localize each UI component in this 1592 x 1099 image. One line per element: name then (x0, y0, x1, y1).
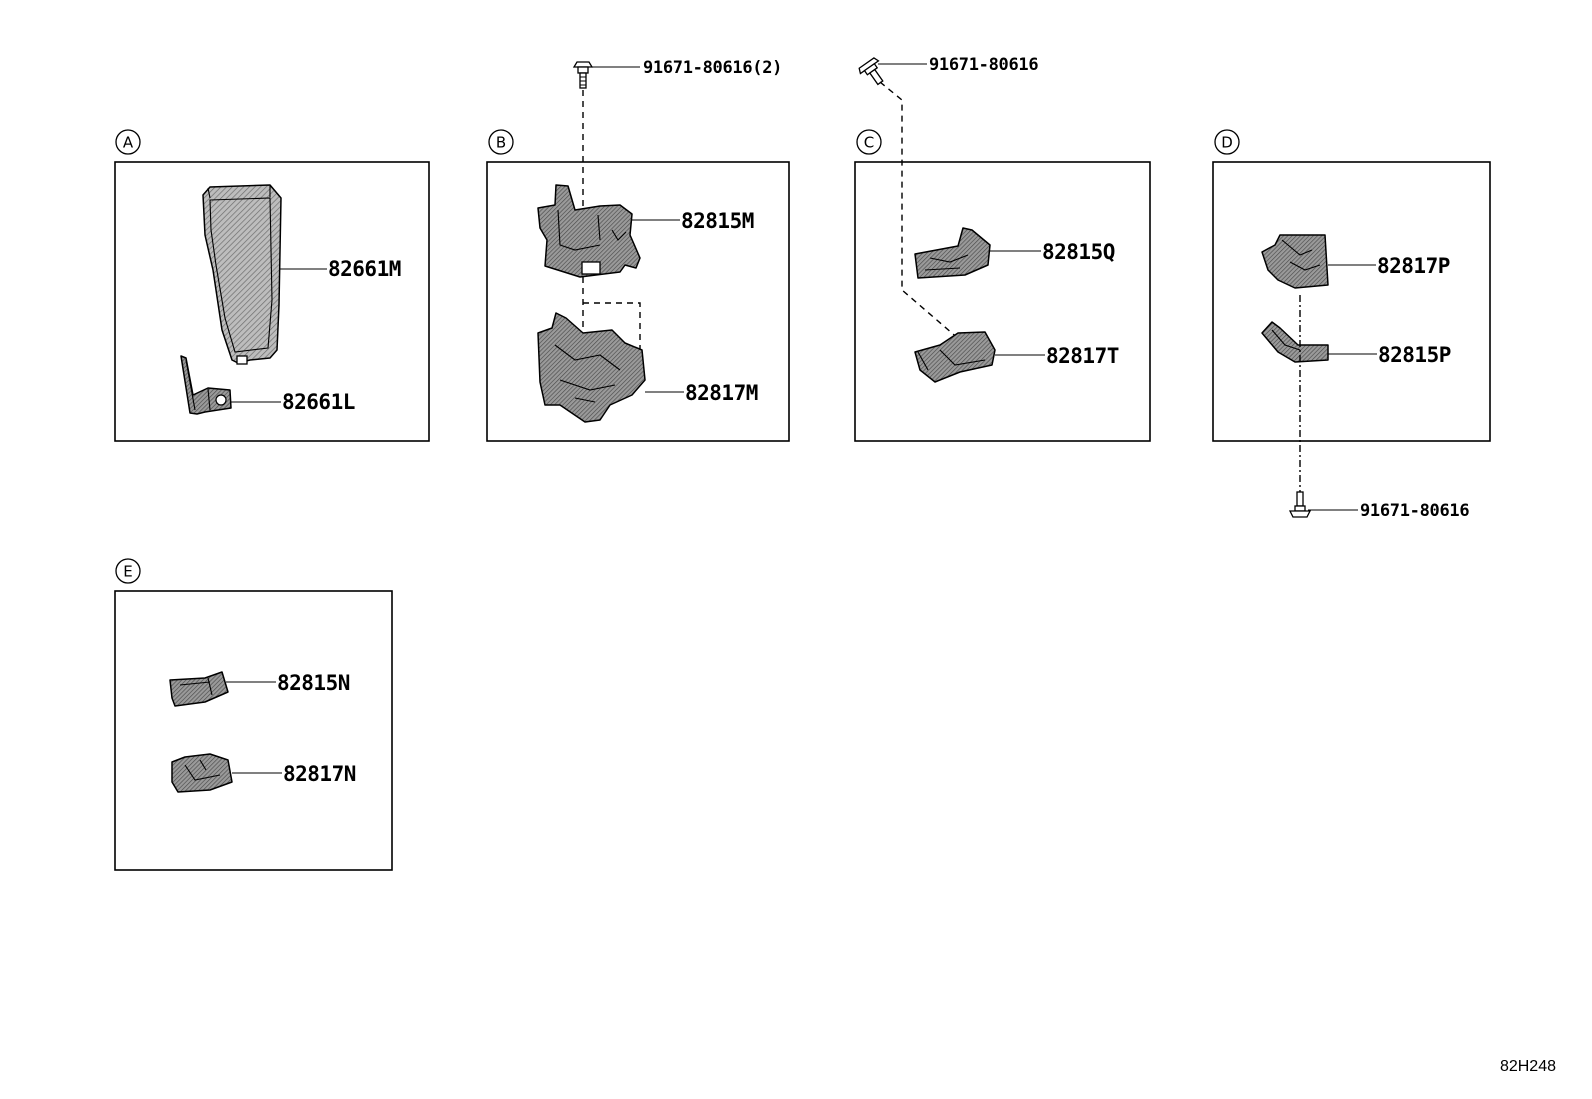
part-label-82817p: 82817P (1377, 254, 1450, 278)
part-82661m-drawing (202, 184, 282, 365)
part-82817m-drawing (537, 312, 646, 423)
group-b: B 91671-80616(2) 82815M 82817M (486, 58, 790, 442)
group-d-letter: D (1221, 134, 1233, 152)
part-82815p-drawing (1261, 321, 1329, 363)
group-d-box (1212, 161, 1491, 442)
group-e: E 82815N 82817N (114, 558, 393, 871)
group-a-marker (115, 129, 141, 155)
part-82815n-drawing (169, 671, 229, 707)
part-label-82661l: 82661L (282, 390, 355, 414)
part-82817t-drawing (914, 331, 996, 383)
group-c: C 91671-80616 82815Q 82817T (854, 55, 1151, 442)
bolt-label-c: 91671-80616 (929, 55, 1038, 75)
group-d: D 82817P 82815P 91671-80616 (1212, 129, 1491, 521)
part-82817n-drawing (171, 753, 233, 793)
part-label-82661m: 82661M (328, 257, 401, 281)
group-a-letter: A (123, 134, 134, 152)
part-label-82815n: 82815N (277, 671, 350, 695)
part-label-82815q: 82815Q (1042, 240, 1115, 264)
group-d-marker (1214, 129, 1240, 155)
part-82661l-drawing (180, 355, 232, 415)
group-c-letter: C (864, 134, 874, 152)
group-a: A 82661M 82661L (114, 129, 430, 442)
group-b-marker (488, 129, 514, 155)
bolt-b-top (572, 61, 594, 89)
group-c-box (854, 161, 1151, 442)
group-c-marker (856, 129, 882, 155)
part-82815m-drawing (537, 184, 641, 278)
group-a-box (114, 161, 430, 442)
bolt-label-b: 91671-80616(2) (643, 58, 782, 78)
group-e-letter: E (123, 563, 132, 581)
dashed-connector-b (583, 302, 641, 370)
part-label-82817n: 82817N (283, 762, 356, 786)
bolt-d-bottom (1288, 491, 1312, 518)
part-label-82815p: 82815P (1378, 343, 1451, 367)
group-e-box (114, 590, 393, 871)
group-e-marker (115, 558, 141, 584)
part-82817p-drawing (1261, 234, 1329, 289)
part-label-82817t: 82817T (1046, 344, 1119, 368)
diagram-id: 82H248 (1500, 1058, 1556, 1075)
bolt-label-d: 91671-80616 (1360, 501, 1469, 521)
part-label-82815m: 82815M (681, 209, 754, 233)
bolt-c-top (858, 57, 884, 86)
group-b-letter: B (496, 134, 506, 152)
group-b-box (486, 161, 790, 442)
dashed-line-c (879, 81, 961, 341)
part-82815q-drawing (914, 227, 991, 279)
part-label-82817m: 82817M (685, 381, 758, 405)
